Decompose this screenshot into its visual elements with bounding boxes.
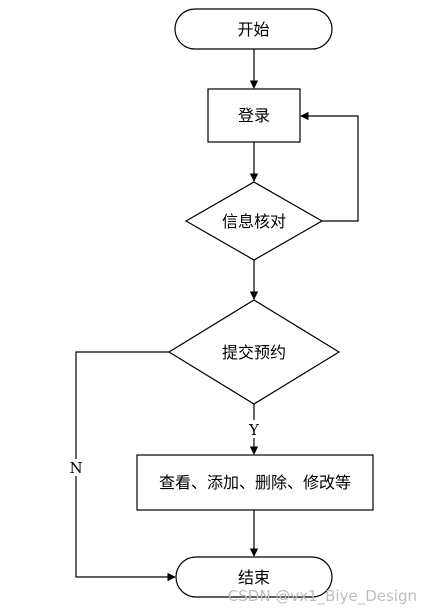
edge-submit-end-no	[75, 351, 176, 582]
start-node: 开始	[174, 8, 333, 50]
start-node-label: 开始	[237, 20, 269, 39]
submit-node-label: 提交预约	[222, 343, 286, 362]
edge-label-no: N	[69, 459, 82, 477]
end-node-shape	[175, 556, 333, 598]
verify-node-label: 信息核对	[222, 212, 286, 231]
watermark-text: CSDN @vx1_Biye_Design	[228, 587, 417, 606]
end-node: 结束	[175, 556, 333, 598]
actions-node-label: 查看、添加、删除、修改等	[159, 473, 351, 492]
verify-node: 信息核对	[184, 181, 324, 261]
actions-node-shape	[136, 454, 374, 511]
edge-label-yes: Y	[248, 421, 260, 439]
end-node-label: 结束	[238, 568, 270, 587]
login-node: 登录	[207, 88, 301, 143]
submit-node: 提交预约	[167, 299, 341, 405]
login-node-shape	[207, 88, 301, 143]
actions-node: 查看、添加、删除、修改等	[136, 454, 374, 511]
login-node-label: 登录	[238, 106, 270, 125]
edge-verify-login-loop	[300, 111, 359, 222]
